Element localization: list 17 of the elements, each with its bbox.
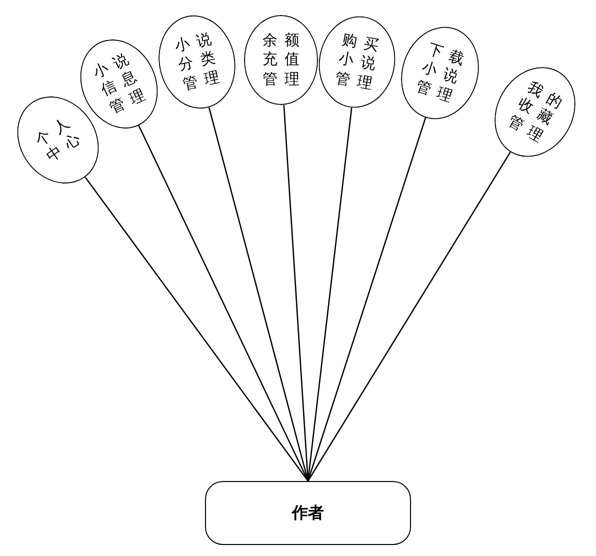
node-label: 余额充值管理 [262,30,306,90]
node-label: 下载小说管理 [412,38,474,109]
node-label: 作者 [292,502,324,524]
node-label: 购买小说管理 [332,28,388,96]
connector-line [307,118,426,482]
connector-line [283,104,309,482]
node-label: 小说信息管理 [88,46,154,119]
rounded-box [205,481,411,545]
connector-line [208,107,309,482]
connector-line [138,125,309,482]
connector-line [84,176,309,482]
connector-line [307,108,352,482]
node-label: 个人中心 [30,109,90,168]
node-label: 小说分类管理 [172,28,228,95]
connector-line [307,152,511,482]
ellipse-node [244,15,318,105]
node-label: 我的收藏管理 [504,76,572,150]
